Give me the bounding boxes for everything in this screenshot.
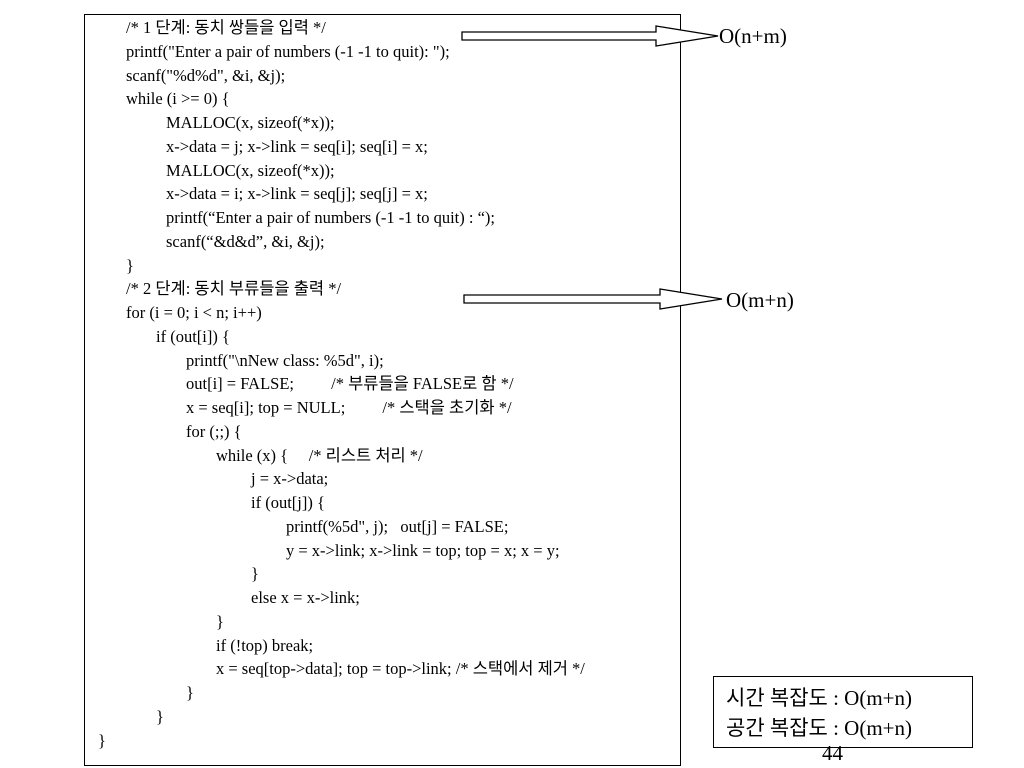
- arrow-step2: [463, 288, 723, 310]
- code-line: for (;;) {: [186, 421, 242, 441]
- code-line: else x = x->link;: [251, 588, 360, 607]
- code-line: }: [98, 730, 106, 750]
- code-line: }: [216, 611, 224, 631]
- space-complexity: 공간 복잡도 : O(m+n): [726, 716, 913, 740]
- code-line: scanf(“&d&d”, &i, &j);: [166, 231, 325, 251]
- time-complexity: 시간 복잡도 : O(m+n): [726, 686, 913, 710]
- code-line: j = x->data;: [251, 469, 329, 489]
- code-line: printf(%5d", j); out[j] = FALSE;: [286, 516, 509, 536]
- code-line: x = seq[i]; top = NULL; /* 스택을 초기화 */: [186, 398, 512, 417]
- code-line: }: [186, 683, 194, 702]
- code-line: }: [251, 564, 259, 584]
- code-line: if (out[i]) {: [156, 326, 230, 346]
- code-line: out[i] = FALSE; /* 부류들을 FALSE로 함 */: [186, 374, 514, 394]
- arrow-step1: [461, 25, 719, 47]
- code-line: }: [126, 255, 134, 275]
- code-line: /* 2 단계: 동치 부류들을 출력 */: [126, 279, 342, 299]
- code-line: printf(“Enter a pair of numbers (-1 -1 t…: [166, 208, 495, 227]
- complexity-summary: 시간 복잡도 : O(m+n) 공간 복잡도 : O(m+n): [713, 676, 973, 748]
- code-line: x->data = i; x->link = seq[j]; seq[j] = …: [166, 184, 428, 204]
- code-line: while (x) { /* 리스트 처리 */: [216, 445, 423, 465]
- code-line: x = seq[top->data]; top = top->link; /* …: [216, 659, 585, 679]
- complexity-step1: O(n+m): [719, 24, 787, 48]
- complexity-step2: O(m+n): [726, 288, 794, 312]
- code-line: MALLOC(x, sizeof(*x));: [166, 160, 335, 180]
- code-line: }: [156, 706, 164, 726]
- code-line: y = x->link; x->link = top; top = x; x =…: [286, 540, 560, 560]
- code-line: printf("\nNew class: %5d", i);: [186, 350, 384, 370]
- code-line: if (out[j]) {: [251, 493, 325, 512]
- code-line: /* 1 단계: 동치 쌍들을 입력 */: [126, 18, 326, 37]
- code-line: scanf("%d%d", &i, &j);: [126, 65, 286, 85]
- code-line: printf("Enter a pair of numbers (-1 -1 t…: [126, 41, 450, 61]
- code-line: x->data = j; x->link = seq[i]; seq[i] = …: [166, 136, 428, 156]
- code-listing: /* 1 단계: 동치 쌍들을 입력 */ printf("Enter a pai…: [84, 14, 681, 766]
- page-number: 44: [822, 741, 843, 765]
- code-line: while (i >= 0) {: [126, 89, 230, 109]
- code-line: for (i = 0; i < n; i++): [126, 303, 262, 322]
- code-line: if (!top) break;: [216, 635, 314, 655]
- code-line: MALLOC(x, sizeof(*x));: [166, 113, 335, 132]
